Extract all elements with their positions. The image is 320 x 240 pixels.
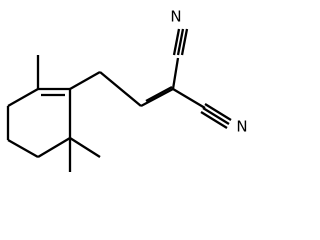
ring-bond-c4-c5 (7, 138, 39, 159)
nitrile-group-top: N (170, 8, 189, 90)
side-chain (69, 70, 174, 108)
nitrile-bottom-n-label: N (236, 118, 247, 136)
chain-bond-ch2-to-ch (99, 71, 142, 107)
triple-bond-bottom-a (204, 103, 232, 121)
methyl-groups (36, 55, 101, 172)
chain-bond-ring-to-ch2 (69, 70, 101, 91)
triple-bond-bottom-b (202, 107, 230, 125)
triple-bond-top-a (172, 28, 181, 56)
triple-bond-bottom-c (200, 111, 228, 129)
nitrile-group-bottom: N (172, 88, 248, 136)
triple-bond-top-b (176, 28, 185, 56)
bond-to-nitrile-bottom (172, 88, 206, 109)
alkene-bond-inner (145, 85, 173, 103)
ring-bond-c2-c3 (7, 87, 39, 108)
gem-dimethyl-bond-right (69, 137, 101, 158)
cyclohexene-ring (6, 87, 72, 159)
triple-bond-top-c (180, 28, 189, 56)
ring-bond-c5-c6 (37, 137, 71, 158)
alkene-bond-outer (140, 87, 174, 108)
nitrile-top-n-label: N (170, 8, 181, 26)
bond-to-nitrile-top (171, 57, 180, 90)
chemical-structure-diagram: N N (6, 8, 248, 172)
